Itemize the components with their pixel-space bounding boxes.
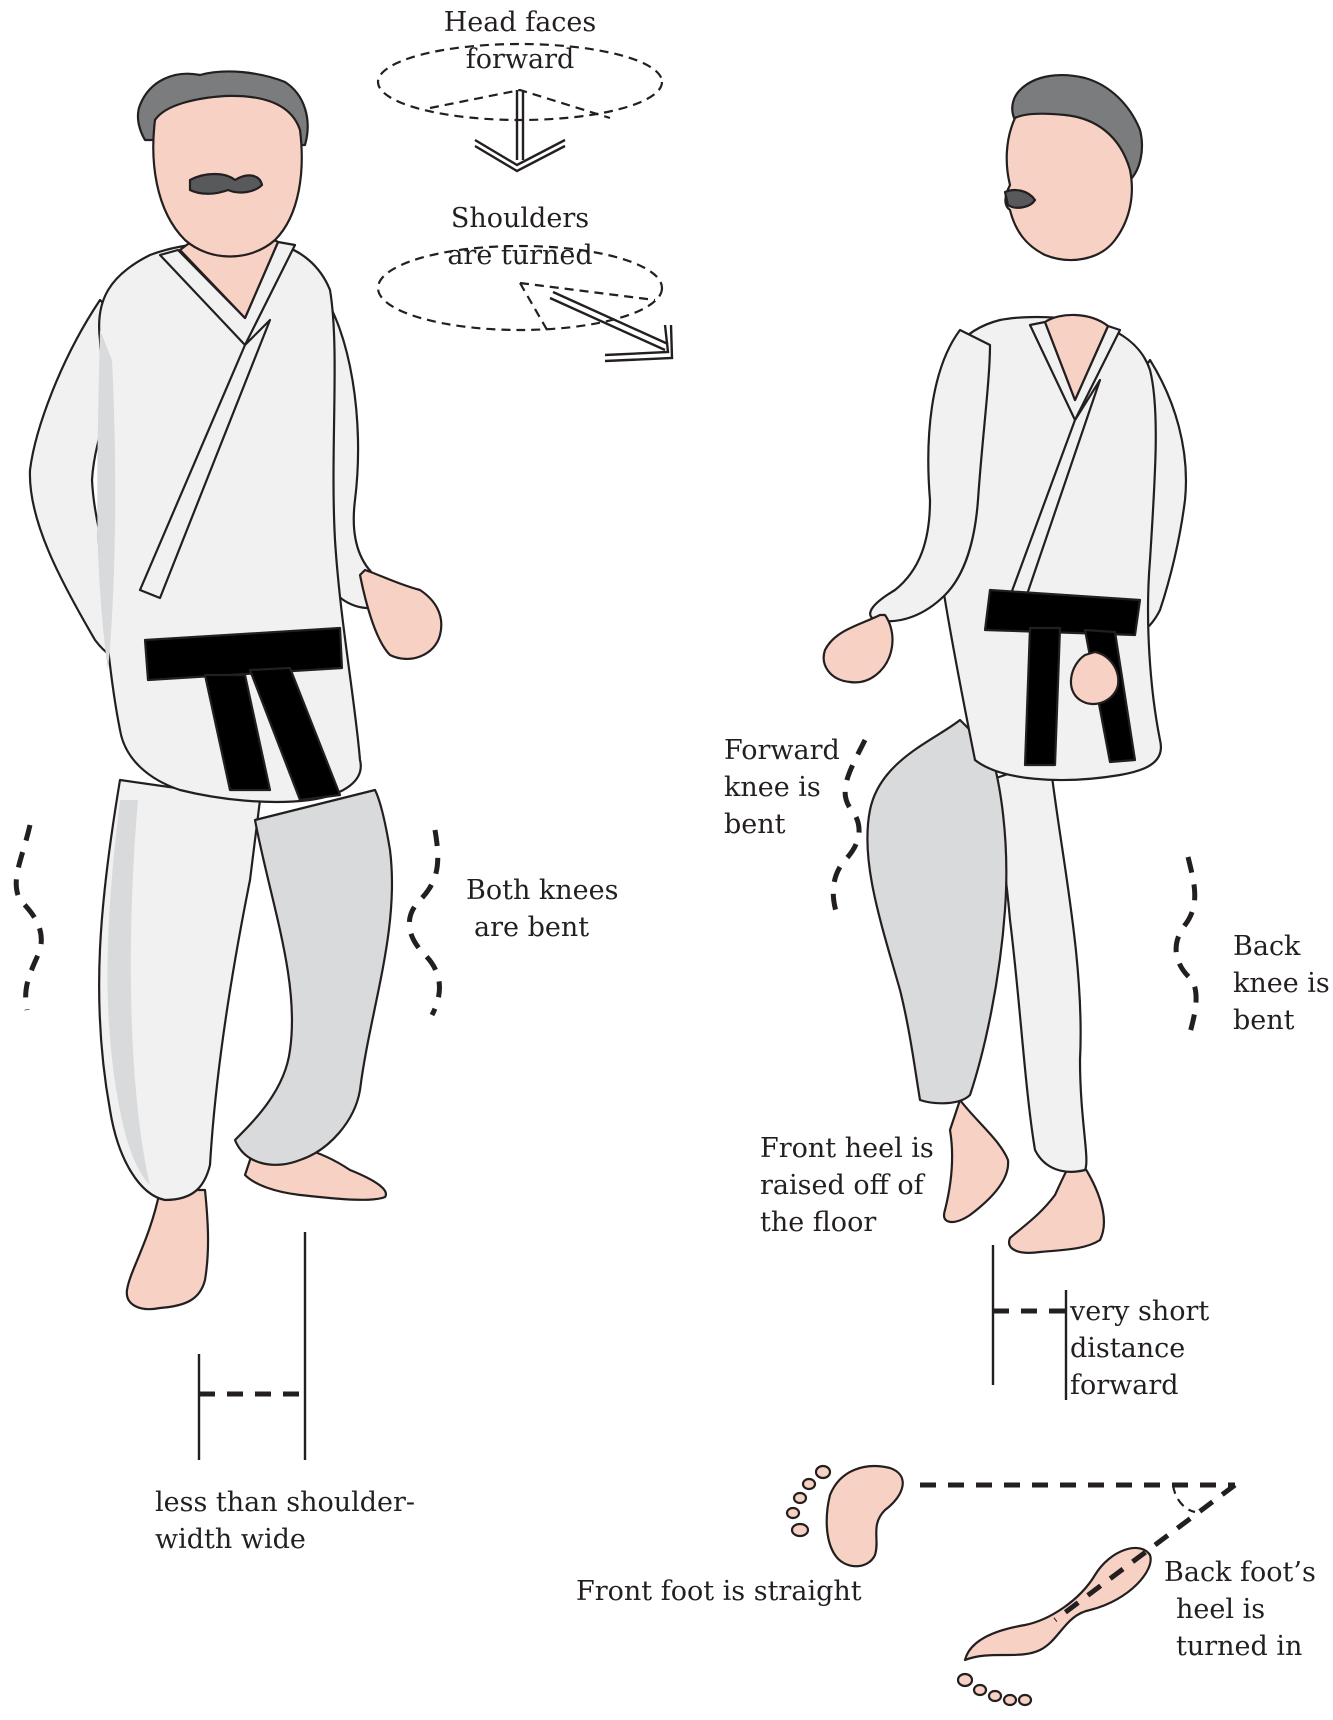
label-line: Front heel is	[760, 1130, 934, 1167]
label-front-foot-is-straight: Front foot is straight	[576, 1573, 862, 1610]
left-figure-right-pant-leg	[235, 790, 392, 1165]
label-line: turned in	[1164, 1628, 1316, 1665]
label-line: Front foot is straight	[576, 1573, 862, 1610]
label-line: raised off of	[760, 1167, 934, 1204]
label-line: very short	[1070, 1293, 1209, 1330]
label-line: Forward	[724, 732, 840, 769]
label-shoulders-are-turned: Shoulders are turned	[420, 200, 620, 274]
label-line: less than shoulder-	[155, 1484, 415, 1521]
front-footprint	[787, 1466, 903, 1566]
label-line: distance	[1070, 1330, 1209, 1367]
label-line: Back foot’s	[1164, 1554, 1316, 1591]
shoulder-width-bracket	[199, 1232, 305, 1460]
left-figure-mustache	[190, 174, 262, 194]
label-line: the floor	[760, 1204, 934, 1241]
side-view-figure	[824, 75, 1186, 1253]
label-forward-knee-is-bent: Forward knee is bent	[724, 732, 840, 843]
label-line: are turned	[420, 237, 620, 274]
short-distance-bracket	[993, 1245, 1066, 1400]
right-figure-front-pant-leg	[867, 720, 1006, 1103]
label-very-short-distance-forward: very short distance forward	[1070, 1293, 1209, 1404]
left-figure-right-fist	[360, 570, 441, 659]
label-line: Back	[1233, 928, 1330, 965]
front-view-figure	[30, 71, 441, 1309]
label-less-than-shoulder-width: less than shoulder- width wide	[155, 1484, 415, 1558]
label-head-faces-forward: Head faces forward	[420, 4, 620, 78]
label-line: knee is	[1233, 965, 1330, 1002]
left-figure-left-foot	[127, 1190, 208, 1309]
label-line: bent	[724, 806, 840, 843]
right-figure-front-foot	[944, 1100, 1008, 1222]
label-back-knee-is-bent: Back knee is bent	[1233, 928, 1330, 1039]
label-back-foot-heel-turned-in: Back foot’s heel is turned in	[1164, 1554, 1316, 1665]
label-line: are bent	[466, 909, 618, 946]
label-line: knee is	[724, 769, 840, 806]
label-front-heel-raised: Front heel is raised off of the floor	[760, 1130, 934, 1241]
label-line: Both knees	[466, 872, 618, 909]
label-line: bent	[1233, 1002, 1330, 1039]
label-line: Head faces	[420, 4, 620, 41]
right-figure-back-foot	[1009, 1160, 1104, 1253]
label-line: forward	[1070, 1367, 1209, 1404]
right-figure-front-fist	[824, 615, 893, 682]
label-line: Shoulders	[420, 200, 620, 237]
label-both-knees-are-bent: Both knees are bent	[466, 872, 618, 946]
label-line: forward	[420, 41, 620, 78]
label-line: width wide	[155, 1521, 415, 1558]
label-line: heel is	[1164, 1591, 1316, 1628]
